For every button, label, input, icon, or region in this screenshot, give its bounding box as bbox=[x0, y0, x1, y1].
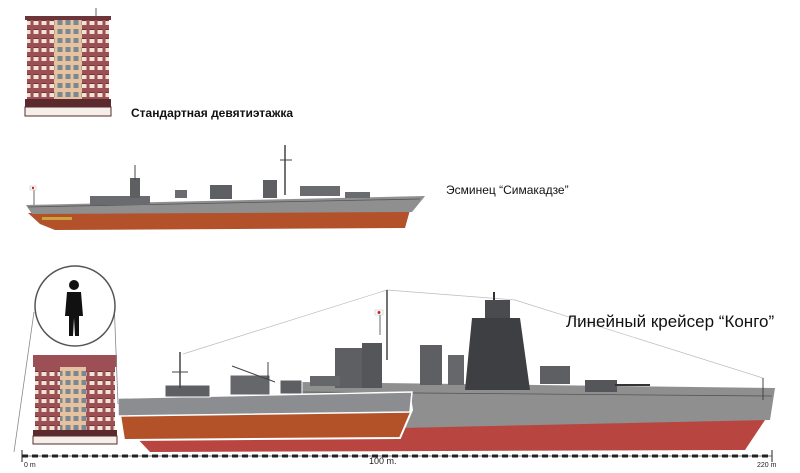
building-label: Стандартная девятиэтажка bbox=[131, 106, 293, 120]
building-top bbox=[25, 8, 111, 116]
building-bottom bbox=[33, 355, 117, 444]
destroyer-shimakaze bbox=[26, 145, 425, 230]
battlecruiser-label: Линейный крейсер “Конго” bbox=[566, 312, 774, 332]
scale-end-label: 220 m bbox=[757, 462, 776, 469]
scale-start-label: 0 m bbox=[24, 462, 36, 469]
scale-middle-label: 100 m. bbox=[369, 456, 397, 466]
destroyer-label: Эсминец “Симакадзе” bbox=[446, 183, 569, 197]
scale-bar bbox=[22, 450, 772, 462]
